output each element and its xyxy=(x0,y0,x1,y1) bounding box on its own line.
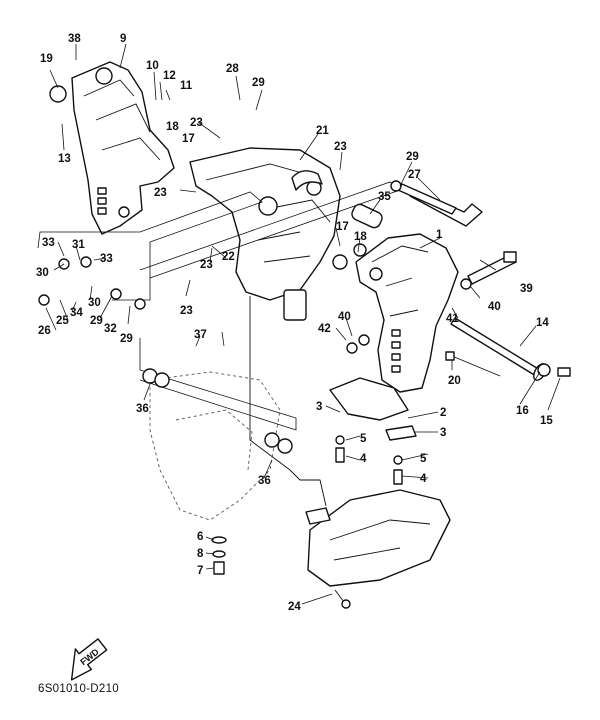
fwd-arrow: FWD xyxy=(70,638,108,681)
callout-33a: 33 xyxy=(42,237,55,249)
callout-29a: 29 xyxy=(252,77,265,89)
callout-3a: 3 xyxy=(316,401,322,413)
callout-2: 2 xyxy=(440,407,446,419)
callout-27: 27 xyxy=(408,169,421,181)
steering-shaft xyxy=(450,317,547,381)
lower-cowling xyxy=(307,489,451,587)
callout-30a: 30 xyxy=(36,267,49,279)
leader-lines xyxy=(45,43,561,605)
callout-23e: 23 xyxy=(180,305,193,317)
callout-40a: 40 xyxy=(488,301,501,313)
callout-35: 35 xyxy=(378,191,391,203)
bolt-20 xyxy=(445,351,501,377)
callout-42: 42 xyxy=(318,323,331,335)
callout-18b: 18 xyxy=(354,231,367,243)
callout-30b: 30 xyxy=(88,297,101,309)
callout-1: 1 xyxy=(436,229,443,241)
callout-26: 26 xyxy=(38,325,51,337)
swivel-bracket xyxy=(189,147,341,321)
callout-13: 13 xyxy=(58,153,71,165)
callout-15: 15 xyxy=(540,415,553,427)
ground-lead xyxy=(249,296,351,609)
callout-29d: 29 xyxy=(120,333,133,345)
callout-25: 25 xyxy=(56,315,69,327)
callout-29b: 29 xyxy=(406,151,419,163)
callout-23a: 23 xyxy=(190,117,203,129)
callout-5b: 5 xyxy=(420,453,427,465)
callout-19: 19 xyxy=(40,53,53,65)
callout-23c: 23 xyxy=(154,187,167,199)
callout-41: 41 xyxy=(446,313,459,325)
callout-31: 31 xyxy=(72,239,85,251)
left-clamp-bracket xyxy=(49,61,175,235)
assembly-outline-bottom xyxy=(139,338,297,431)
callout-23d: 23 xyxy=(200,259,213,271)
callout-9: 9 xyxy=(120,33,126,45)
lower-bolts xyxy=(211,536,227,575)
callouts: 1 2 3 3 4 4 5 5 6 7 8 9 10 11 12 13 14 1… xyxy=(36,33,553,613)
callout-34: 34 xyxy=(70,307,83,319)
callout-38: 38 xyxy=(68,33,81,45)
callout-36a: 36 xyxy=(136,403,149,415)
callout-29c: 29 xyxy=(90,315,103,327)
drawing-code: 6S01010-D210 xyxy=(38,683,119,695)
callout-14: 14 xyxy=(536,317,549,329)
pin-27 xyxy=(390,180,457,215)
assembly-outline-left xyxy=(37,191,263,301)
callout-33b: 33 xyxy=(100,253,113,265)
callout-4b: 4 xyxy=(420,473,427,485)
callout-8: 8 xyxy=(197,548,204,560)
callout-7: 7 xyxy=(197,565,203,577)
callout-4a: 4 xyxy=(360,453,367,465)
callout-24: 24 xyxy=(288,601,301,613)
callout-22: 22 xyxy=(222,251,235,263)
callout-32: 32 xyxy=(104,323,117,335)
callout-40b: 40 xyxy=(338,311,351,323)
callout-21: 21 xyxy=(316,125,329,137)
callout-23b: 23 xyxy=(334,141,347,153)
callout-20: 20 xyxy=(448,375,461,387)
right-washers xyxy=(332,243,571,377)
callout-36b: 36 xyxy=(258,475,271,487)
callout-11: 11 xyxy=(180,80,193,92)
bolt-39 xyxy=(460,251,517,290)
callout-18a: 18 xyxy=(166,121,179,133)
callout-6: 6 xyxy=(197,531,203,543)
fastener-cluster-right xyxy=(329,377,417,485)
callout-37: 37 xyxy=(194,329,207,341)
callout-17a: 17 xyxy=(182,133,195,145)
callout-3b: 3 xyxy=(440,427,446,439)
left-bushing-set xyxy=(38,256,293,454)
right-clamp-bracket xyxy=(355,233,459,393)
callout-12: 12 xyxy=(163,70,176,82)
callout-10: 10 xyxy=(146,60,159,72)
lower-bracket-ghost xyxy=(149,371,281,521)
callout-17b: 17 xyxy=(336,221,349,233)
callout-5a: 5 xyxy=(360,433,367,445)
callout-16: 16 xyxy=(516,405,529,417)
callout-39: 39 xyxy=(520,283,533,295)
callout-28: 28 xyxy=(226,63,239,75)
